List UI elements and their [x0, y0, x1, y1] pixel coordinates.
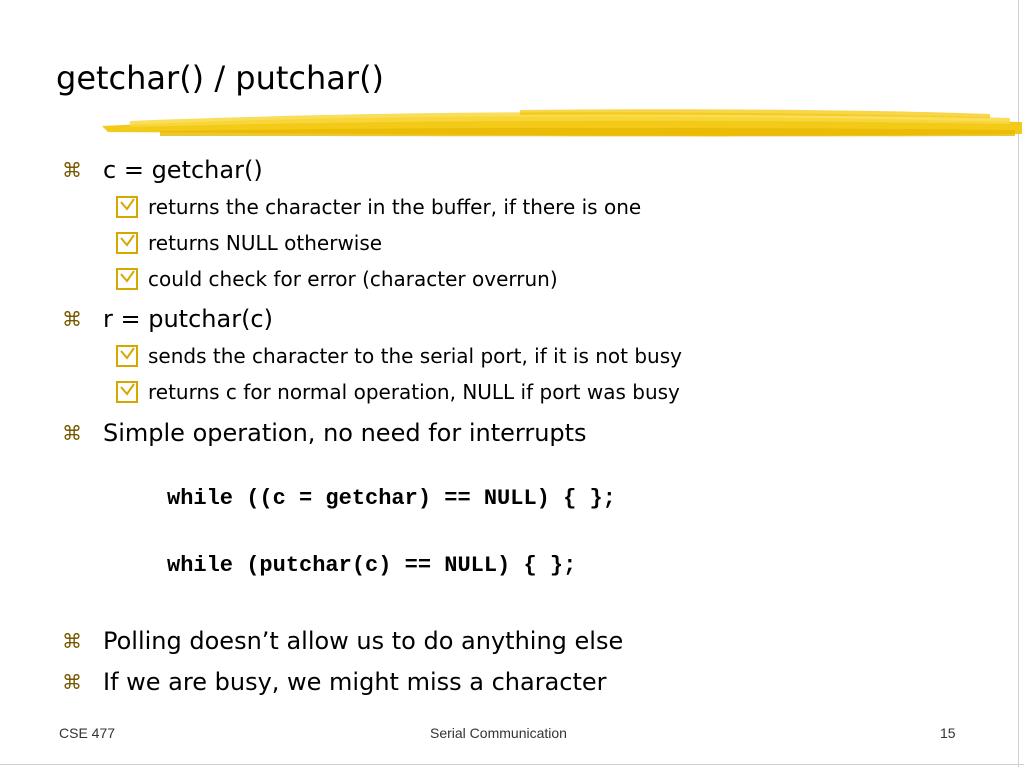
sub-bullet-text: returns c for normal operation, NULL if …	[148, 380, 680, 404]
sub-bullet-text: could check for error (character overrun…	[148, 267, 558, 291]
bullet-icon: ⌘	[62, 629, 82, 653]
slide-title: getchar() / putchar()	[56, 59, 385, 97]
bullet-text-busy: If we are busy, we might miss a characte…	[103, 668, 607, 696]
footer-page-number: 15	[940, 725, 956, 741]
footer-topic: Serial Communication	[430, 725, 567, 741]
footer-course: CSE 477	[59, 725, 116, 741]
code-line-getchar-loop: while ((c = getchar) == NULL) { };	[167, 486, 616, 511]
bullet-icon: ⌘	[62, 307, 82, 331]
code-line-putchar-loop: while (putchar(c) == NULL) { };	[167, 553, 577, 578]
checkbox-icon	[116, 232, 138, 254]
bullet-icon: ⌘	[62, 158, 82, 182]
checkbox-icon	[116, 268, 138, 290]
bullet-text-putchar: r = putchar(c)	[103, 305, 273, 333]
sub-bullet-text: returns NULL otherwise	[148, 231, 383, 255]
title-underline-brush	[102, 109, 1022, 137]
bullet-text-polling: Polling doesn’t allow us to do anything …	[103, 627, 624, 655]
sub-bullet-text: sends the character to the serial port, …	[148, 344, 682, 368]
bullet-text-getchar: c = getchar()	[103, 156, 263, 184]
bullet-icon: ⌘	[62, 421, 82, 445]
bullet-text-simple-operation: Simple operation, no need for interrupts	[103, 419, 587, 447]
checkbox-icon	[116, 381, 138, 403]
slide-border-bottom	[0, 764, 1024, 765]
checkbox-icon	[116, 196, 138, 218]
bullet-icon: ⌘	[62, 670, 82, 694]
slide-border-right	[1018, 0, 1019, 767]
sub-bullet-text: returns the character in the buffer, if …	[148, 195, 642, 219]
checkbox-icon	[116, 345, 138, 367]
